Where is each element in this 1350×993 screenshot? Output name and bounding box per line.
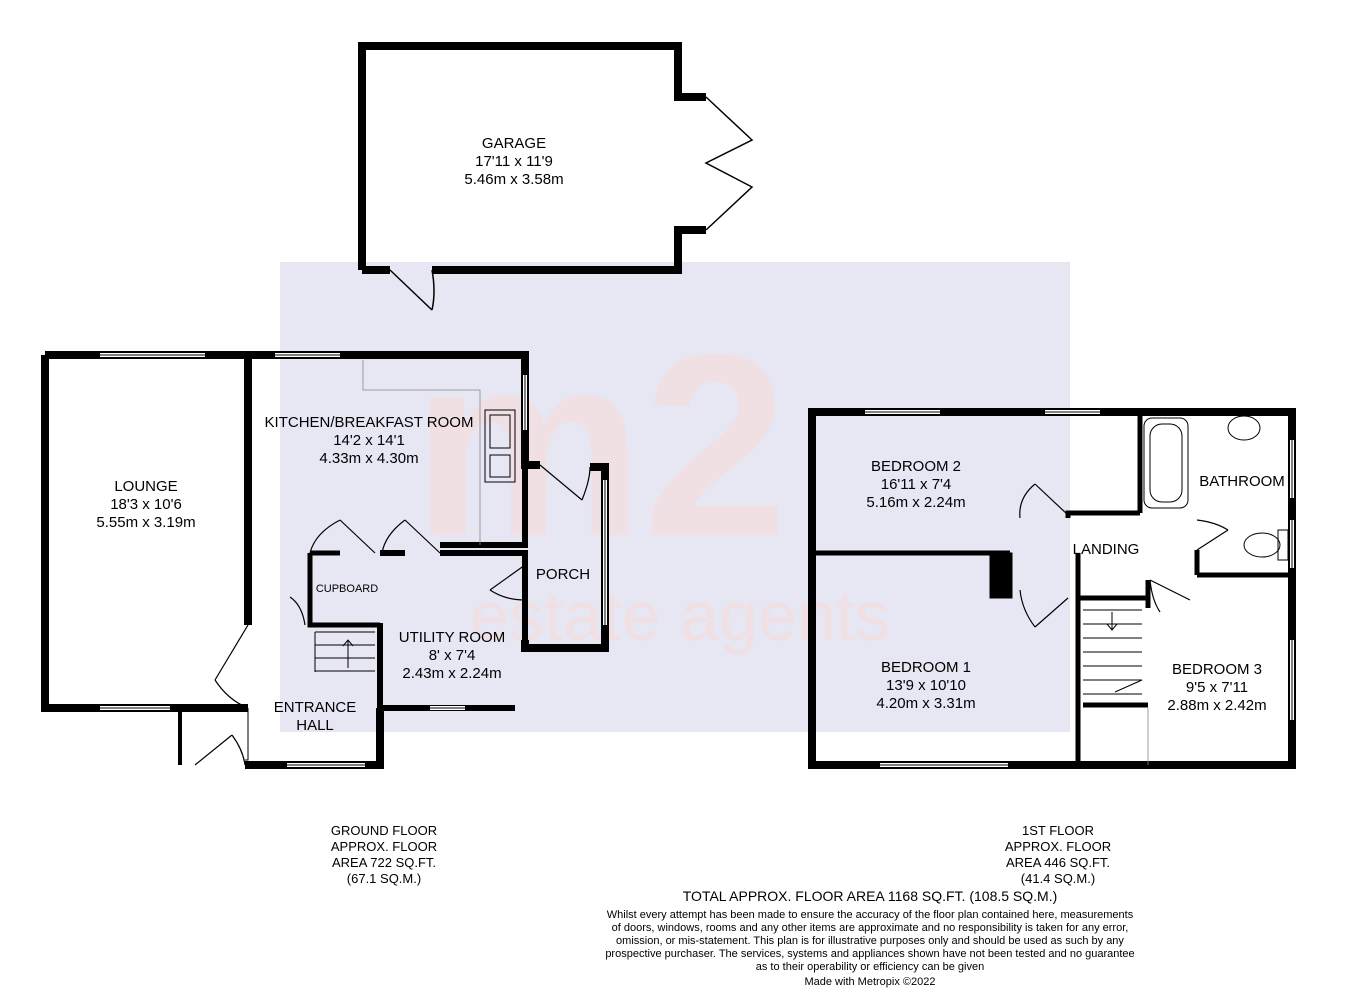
bedroom3-imperial: 9'5 x 7'11 xyxy=(1186,679,1248,696)
kitchen-label: KITCHEN/BREAKFAST ROOM 14'2 x 14'1 4.33m… xyxy=(265,414,474,467)
credit-line: Made with Metropix ©2022 xyxy=(804,976,935,988)
first-floor-line4: (41.4 SQ.M.) xyxy=(1021,871,1095,886)
ground-floor-line2: APPROX. FLOOR xyxy=(331,839,437,854)
garage-imperial: 17'11 x 11'9 xyxy=(475,153,553,170)
first-floor-title: 1ST FLOOR xyxy=(1022,823,1094,838)
cupboard-name: CUPBOARD xyxy=(316,583,378,595)
bedroom3-label: BEDROOM 3 9'5 x 7'11 2.88m x 2.42m xyxy=(1167,661,1266,714)
watermark-panel xyxy=(280,262,1070,732)
lounge-label: LOUNGE 18'3 x 10'6 5.55m x 3.19m xyxy=(96,478,195,531)
ground-floor-line4: (67.1 SQ.M.) xyxy=(347,871,421,886)
bedroom2-metric: 5.16m x 2.24m xyxy=(866,494,965,511)
bedroom2-name: BEDROOM 2 xyxy=(871,458,961,475)
disclaimer: Whilst every attempt has been made to en… xyxy=(605,909,1134,988)
entrance-line2: HALL xyxy=(296,717,334,734)
bedroom1-name: BEDROOM 1 xyxy=(881,659,971,676)
disclaimer-line: Whilst every attempt has been made to en… xyxy=(607,909,1134,921)
utility-name: UTILITY ROOM xyxy=(399,629,505,646)
garage-label: GARAGE 17'11 x 11'9 5.46m x 3.58m xyxy=(464,135,563,188)
lounge-name: LOUNGE xyxy=(114,478,177,495)
landing-name: LANDING xyxy=(1073,541,1140,558)
disclaimer-line: omission, or mis-statement. This plan is… xyxy=(616,935,1124,947)
bedroom2-label: BEDROOM 2 16'11 x 7'4 5.16m x 2.24m xyxy=(866,458,965,511)
garage-name: GARAGE xyxy=(482,135,546,152)
bedroom1-label: BEDROOM 1 13'9 x 10'10 4.20m x 3.31m xyxy=(876,659,975,712)
lounge-metric: 5.55m x 3.19m xyxy=(96,514,195,531)
ground-floor-title: GROUND FLOOR xyxy=(331,823,437,838)
total-floor-area: TOTAL APPROX. FLOOR AREA 1168 SQ.FT. (10… xyxy=(683,888,1058,904)
utility-imperial: 8' x 7'4 xyxy=(429,647,476,664)
utility-metric: 2.43m x 2.24m xyxy=(402,665,501,682)
bedroom2-imperial: 16'11 x 7'4 xyxy=(881,476,952,493)
bathroom-name: BATHROOM xyxy=(1199,473,1285,490)
porch-name: PORCH xyxy=(536,566,590,583)
garage-metric: 5.46m x 3.58m xyxy=(464,171,563,188)
bedroom3-metric: 2.88m x 2.42m xyxy=(1167,697,1266,714)
disclaimer-line: prospective purchaser. The services, sys… xyxy=(605,948,1134,960)
ground-floor-line3: AREA 722 SQ.FT. xyxy=(332,855,436,870)
disclaimer-line: as to their operability or efficiency ca… xyxy=(756,961,984,973)
kitchen-name: KITCHEN/BREAKFAST ROOM xyxy=(265,414,474,431)
ground-floor-area: GROUND FLOOR APPROX. FLOOR AREA 722 SQ.F… xyxy=(331,823,437,886)
bedroom1-metric: 4.20m x 3.31m xyxy=(876,695,975,712)
bedroom1-imperial: 13'9 x 10'10 xyxy=(886,677,966,694)
bedroom3-name: BEDROOM 3 xyxy=(1172,661,1262,678)
entrance-line1: ENTRANCE xyxy=(274,699,357,716)
lounge-imperial: 18'3 x 10'6 xyxy=(110,496,182,513)
garage-plan xyxy=(358,42,754,311)
kitchen-imperial: 14'2 x 14'1 xyxy=(333,432,405,449)
watermark: m2 estate agents xyxy=(280,262,1070,732)
kitchen-metric: 4.33m x 4.30m xyxy=(319,450,418,467)
first-floor-line3: AREA 446 SQ.FT. xyxy=(1006,855,1110,870)
ground-floor-plan xyxy=(41,351,609,769)
disclaimer-line: of doors, windows, rooms and any other i… xyxy=(612,922,1129,934)
first-floor-line2: APPROX. FLOOR xyxy=(1005,839,1111,854)
entrance-label: ENTRANCE HALL xyxy=(274,699,357,734)
first-floor-area: 1ST FLOOR APPROX. FLOOR AREA 446 SQ.FT. … xyxy=(1005,823,1111,886)
utility-label: UTILITY ROOM 8' x 7'4 2.43m x 2.24m xyxy=(399,629,505,682)
watermark-tagline: estate agents xyxy=(470,577,890,655)
first-floor-plan xyxy=(808,408,1296,769)
